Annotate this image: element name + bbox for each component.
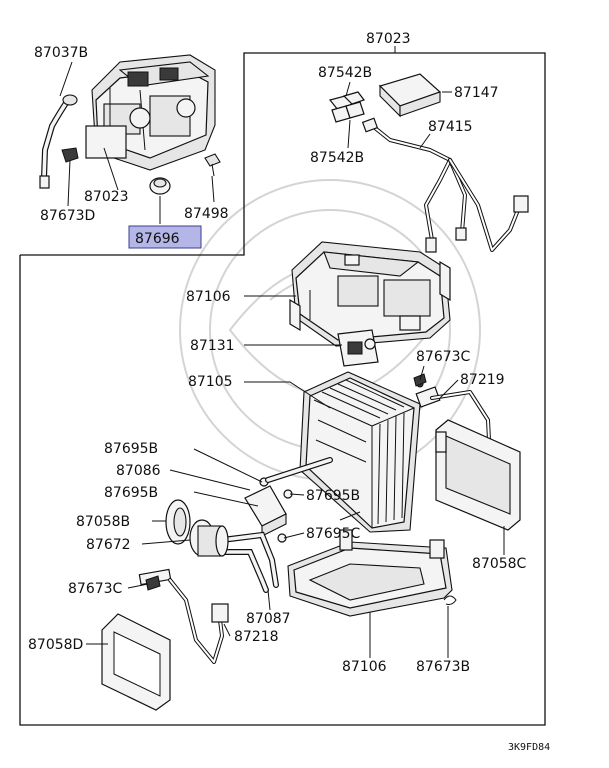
label-87219[interactable]: 87219 [460,372,505,388]
label-87037b[interactable]: 87037B [34,45,88,61]
label-87673b[interactable]: 87673B [416,659,470,675]
refrigerant-pipe-illustration [219,457,333,593]
label-87023-top[interactable]: 87023 [366,31,411,47]
label-87105[interactable]: 87105 [188,374,233,390]
seal-87058d-illustration [101,613,171,711]
label-87058c[interactable]: 87058C [472,556,527,572]
seal-87058c-illustration [435,419,521,531]
label-87218[interactable]: 87218 [234,629,279,645]
leader-lines [59,46,505,658]
label-87695b-3[interactable]: 87695B [306,488,360,504]
gasket-87058b-illustration [165,499,191,545]
sensor-87219-illustration [415,380,492,462]
label-87147[interactable]: 87147 [454,85,499,101]
grommet-illustration [149,177,171,195]
part-number-labels: 87023 87037B 87023 87673D 87498 87696 87… [28,31,550,753]
label-87415[interactable]: 87415 [428,119,473,135]
label-87673d[interactable]: 87673D [40,208,95,224]
label-87058b[interactable]: 87058B [76,514,130,530]
label-87673c-right[interactable]: 87673C [416,349,471,365]
label-87696[interactable]: 87696 [135,231,180,247]
highlight-87696 [128,225,202,249]
label-87106-bottom[interactable]: 87106 [342,659,387,675]
label-87131[interactable]: 87131 [190,338,235,354]
label-87695c[interactable]: 87695C [306,526,361,542]
expansion-valve-illustration [244,485,287,537]
evaporator-core-illustration [299,371,421,533]
label-87087[interactable]: 87087 [246,611,291,627]
upper-case-87106-illustration [289,241,451,347]
label-87058d[interactable]: 87058D [28,637,83,653]
lower-case-87106-illustration [287,529,453,617]
label-87672[interactable]: 87672 [86,537,131,553]
label-87106-top[interactable]: 87106 [186,289,231,305]
clip-87673c-left-illustration [145,575,161,591]
label-87542b-bottom[interactable]: 87542B [310,150,364,166]
label-87542b-top[interactable]: 87542B [318,65,372,81]
label-87023-small[interactable]: 87023 [84,189,129,205]
label-87498[interactable]: 87498 [184,206,229,222]
connector-87542b-illustration [328,91,365,123]
heater-unit-assembly-illustration [85,54,216,171]
fitting-87672-illustration [189,519,229,557]
control-module-illustration [378,73,442,118]
assembly-frame [19,52,546,726]
label-87086[interactable]: 87086 [116,463,161,479]
hose-clip-illustration [61,147,79,163]
blend-door-actuator-illustration [337,329,379,367]
wiring-harness-illustration [361,117,529,253]
label-87695b-2[interactable]: 87695B [104,485,158,501]
clip-87673b-illustration [443,595,457,605]
label-87695b-1[interactable]: 87695B [104,441,158,457]
diagram-reference-code: 3K9FD84 [508,742,550,753]
bolt-illustration [204,153,221,177]
drain-hose-illustration [39,94,78,189]
label-87673c-left[interactable]: 87673C [68,581,123,597]
